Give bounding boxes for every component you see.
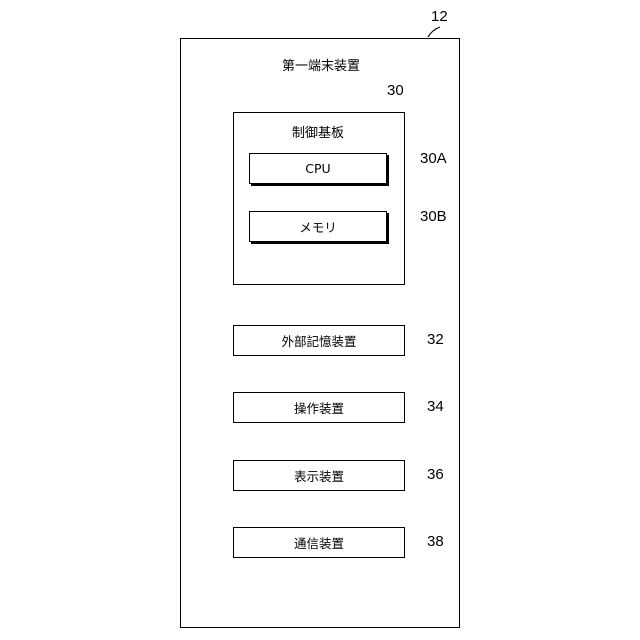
cpu-label: CPU [305, 161, 330, 176]
leader-line-12 [428, 27, 440, 37]
memory-ref: 30B [420, 208, 447, 225]
external-storage-label: 外部記憶装置 [281, 331, 356, 350]
device-ref: 12 [431, 8, 448, 25]
display-device-label: 表示装置 [294, 466, 344, 485]
display-device-ref: 36 [427, 466, 444, 483]
memory-box: メモリ [249, 211, 387, 242]
cpu-ref: 30A [420, 150, 447, 167]
cpu-box: CPU [249, 153, 387, 184]
operation-device-label: 操作装置 [294, 398, 344, 417]
device-title: 第一端末装置 [282, 55, 360, 74]
memory-label: メモリ [299, 217, 337, 236]
operation-device-ref: 34 [427, 398, 444, 415]
operation-device-box: 操作装置 [233, 392, 405, 423]
external-storage-box: 外部記憶装置 [233, 325, 405, 356]
external-storage-ref: 32 [427, 331, 444, 348]
communication-device-label: 通信装置 [294, 533, 344, 552]
communication-device-box: 通信装置 [233, 527, 405, 558]
display-device-box: 表示装置 [233, 460, 405, 491]
control-board-ref: 30 [387, 82, 404, 99]
control-board-title: 制御基板 [292, 122, 344, 141]
communication-device-ref: 38 [427, 533, 444, 550]
